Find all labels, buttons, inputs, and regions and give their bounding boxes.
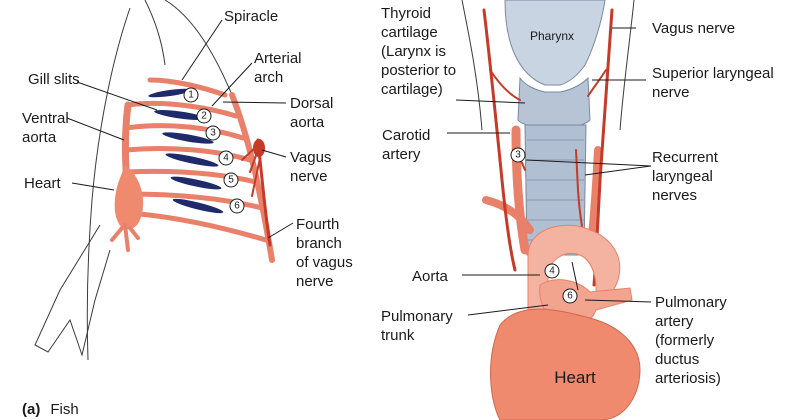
- human-arch-number-4: 4: [544, 263, 560, 279]
- human-label-thyroid-1: Thyroid: [381, 5, 431, 22]
- human-label-recurrent-2: laryngeal: [652, 168, 713, 185]
- fish-arch-number-4: 4: [218, 150, 234, 166]
- fish-vagus-ganglion: [253, 139, 265, 157]
- human-label-recurrent-1: Recurrent: [652, 149, 719, 166]
- fish-arch-number-5-text: 5: [228, 175, 234, 186]
- fish-label-dorsal-aorta-1: Dorsal: [290, 95, 333, 112]
- human-superior-laryngeal-left: [489, 69, 521, 101]
- human-label-carotid-1: Carotid: [382, 127, 430, 144]
- human-label-pulmonary-artery-2: artery: [655, 313, 694, 330]
- fish-caption: (a) Fish: [22, 401, 79, 418]
- fish-arch-number-2-text: 2: [201, 111, 207, 122]
- human-label-pulmonary-artery-5: arteriosis): [655, 370, 721, 387]
- human-label-thyroid-4: posterior to: [381, 62, 456, 79]
- fish-fin-outline: [34, 224, 111, 357]
- human-left-carotid-artery: [511, 125, 530, 255]
- fish-body-outline: [86, 7, 131, 361]
- fish-gill-slits: [148, 88, 224, 214]
- fish-gill-slit: [148, 88, 192, 98]
- fish-label-arterial-arch-1: Arterial: [254, 50, 302, 67]
- human-label-pharynx: Pharynx: [530, 29, 574, 43]
- human-label-superior-laryngeal-1: Superior laryngeal: [652, 65, 774, 82]
- fish-label-arterial-arch-2: arch: [254, 69, 283, 86]
- human-label-pulmonary-artery-3: (formerly: [655, 332, 715, 349]
- human-arch-number-6-text: 6: [567, 291, 573, 302]
- human-label-pulmonary-trunk-2: trunk: [381, 327, 415, 344]
- human-arch-number-4-text: 4: [549, 266, 555, 277]
- human-label-carotid-2: artery: [382, 146, 421, 163]
- fish-arch-1: [147, 77, 228, 98]
- human-label-pulmonary-artery-1: Pulmonary: [655, 294, 727, 311]
- human-label-superior-laryngeal-2: nerve: [652, 84, 690, 101]
- fish-heart-vessels: [110, 223, 140, 252]
- fish-arch-number-5: 5: [223, 172, 239, 188]
- fish-gill-slit: [165, 153, 219, 167]
- human-pharynx: [504, 0, 606, 86]
- human-label-recurrent-3: nerves: [652, 187, 697, 204]
- fish-head-outline: [144, 0, 166, 66]
- fish-arch-4: [122, 145, 253, 163]
- fish-arch-6: [125, 191, 265, 211]
- fish-label-vagus-nerve-2: nerve: [290, 168, 328, 185]
- fish-label-ventral-aorta-2: aorta: [22, 129, 57, 146]
- fish-leader-lines: [66, 19, 294, 239]
- fish-label-fourth-branch-2: branch: [296, 235, 342, 252]
- human-label-heart: Heart: [554, 368, 596, 387]
- fish-arch-5: [123, 168, 259, 185]
- human-superior-laryngeal-right: [587, 69, 607, 97]
- fish-heart: [114, 165, 144, 230]
- fish-label-fourth-branch-1: Fourth: [296, 216, 339, 233]
- fish-arch-number-4-text: 4: [223, 153, 229, 164]
- fish-label-spiracle: Spiracle: [224, 8, 278, 25]
- fish-caption-text: Fish: [50, 401, 78, 418]
- fish-label-ventral-aorta-1: Ventral: [22, 110, 69, 127]
- fish-label-dorsal-aorta-2: aorta: [290, 114, 325, 131]
- human-subclavian-left: [482, 196, 534, 234]
- human-label-thyroid-5: cartilage): [381, 81, 443, 98]
- fish-label-heart: Heart: [24, 175, 62, 192]
- human-left-vagus-nerve: [482, 8, 517, 272]
- human-arch-number-3: 3: [510, 147, 526, 163]
- fish-labels: Spiracle Arterial arch Gill slits Ventra…: [22, 8, 353, 290]
- human-labels: Pharynx Thyroid cartilage (Larynx is pos…: [381, 5, 774, 387]
- fish-arch-number-2: 2: [196, 108, 212, 124]
- human-label-pulmonary-trunk-1: Pulmonary: [381, 308, 453, 325]
- fish-label-fourth-branch-3: of vagus: [296, 254, 353, 271]
- fish-gill-slit: [162, 132, 214, 144]
- fish-label-gill-slits: Gill slits: [28, 71, 80, 88]
- human-diagram: 3 4 6 Pharynx Thyroid: [381, 0, 774, 420]
- human-label-pulmonary-artery-4: ductus: [655, 351, 699, 368]
- fish-arch-number-6: 6: [229, 198, 245, 214]
- fish-gill-slit: [170, 176, 222, 190]
- human-label-vagus-nerve: Vagus nerve: [652, 20, 735, 37]
- human-arch-number-6: 6: [562, 288, 578, 304]
- fish-arch-number-1: 1: [183, 87, 199, 103]
- human-arch-numbers: 3 4 6: [510, 147, 578, 304]
- human-label-thyroid-2: cartilage: [381, 24, 438, 41]
- human-heart: [490, 308, 641, 420]
- human-arch-number-3-text: 3: [515, 150, 521, 161]
- fish-gill-slit: [154, 109, 206, 121]
- fish-arch-number-3: 3: [205, 125, 221, 141]
- human-neck-outline-left: [461, 0, 483, 131]
- fish-arch-number-3-text: 3: [210, 128, 216, 139]
- fish-diagram: 1 2 3 4 5 6: [22, 0, 353, 418]
- human-ductus-arteriosus: [571, 261, 579, 291]
- fish-arch-number-6-text: 6: [234, 201, 240, 212]
- human-label-aorta: Aorta: [412, 268, 449, 285]
- human-leader-lines: [447, 27, 652, 316]
- fish-gill-slit: [172, 198, 224, 214]
- fish-arch-number-1-text: 1: [188, 90, 194, 101]
- human-label-thyroid-3: (Larynx is: [381, 43, 446, 60]
- fish-arch-3: [123, 123, 246, 141]
- human-neck-outline-right: [619, 0, 635, 131]
- fish-label-vagus-nerve-1: Vagus: [290, 149, 331, 166]
- fish-caption-letter: (a): [22, 401, 40, 418]
- fish-arch-7: [137, 211, 269, 243]
- fish-arch-numbers: 1 2 3 4 5 6: [183, 87, 245, 214]
- fish-label-fourth-branch-4: nerve: [296, 273, 334, 290]
